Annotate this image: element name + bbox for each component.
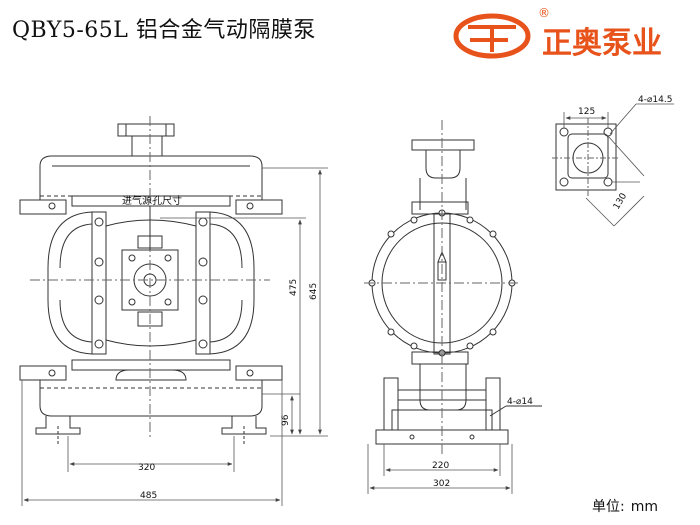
side-view [364,120,520,456]
front-outlet-neck [131,135,163,157]
front-right-lower-clamp [235,365,283,381]
page-title: QBY5-65L 铝合金气动隔膜泵 [12,18,316,43]
units-label: 单位: mm [592,496,658,516]
dim-front-base-span: 320 [138,463,155,473]
flange-detail [552,118,620,196]
dim-flange-width: 125 [578,107,595,117]
registered-mark: ® [538,6,550,20]
front-center-bar-bottom [71,359,231,371]
air-inlet-callout: 进气源孔尺寸 [122,194,196,250]
side-dimensions [367,444,513,494]
front-right-upper-clamp [235,199,283,215]
side-right-leg [485,377,501,431]
side-top-flange [411,139,475,151]
dim-front-base-height: 96 [281,414,291,426]
brand-name: 正奥泵业 [542,26,662,61]
dim-flange-diagonal: 130 [612,191,629,211]
side-outlet-elbow [425,150,461,179]
front-left-flange [91,211,107,355]
logo-ellipse [453,13,531,59]
air-inlet-label: 进气源孔尺寸 [122,194,182,207]
dim-front-overall-width: 485 [140,491,157,501]
side-dimension-labels: 220 302 [432,461,450,489]
flange-dimensions [563,103,674,227]
front-right-flange [195,211,211,355]
units-caption: 单位: [592,499,625,515]
front-top-manifold [39,155,263,200]
front-dimension-labels: 645 475 96 320 485 [138,279,319,501]
dim-front-center-height: 475 [289,279,299,296]
front-left-lower-clamp [19,365,67,381]
side-lower-clamp [411,351,469,365]
units-value: mm [630,499,658,515]
base-hole-spec: 4-⌀14 [507,397,533,407]
dim-front-overall-height: 645 [309,283,319,300]
dim-side-base-span: 220 [432,461,449,471]
brand-logo: 正奥泵业 ® [453,6,662,61]
flange-outline [555,123,617,191]
front-left-upper-clamp [19,199,67,215]
flange-dimension-labels: 125 4-⌀14.5 130 [578,95,672,212]
side-left-leg [383,377,399,431]
front-inlet-port [115,369,187,381]
front-view [19,116,283,444]
base-hole-callout: 4-⌀14 [489,397,542,417]
flange-hole-spec: 4-⌀14.5 [638,95,672,105]
logo-glyph [468,25,516,52]
dim-side-overall-width: 302 [433,479,450,489]
front-dimensions [21,167,328,506]
front-center-body [105,219,197,347]
front-bottom-manifold [39,380,263,417]
